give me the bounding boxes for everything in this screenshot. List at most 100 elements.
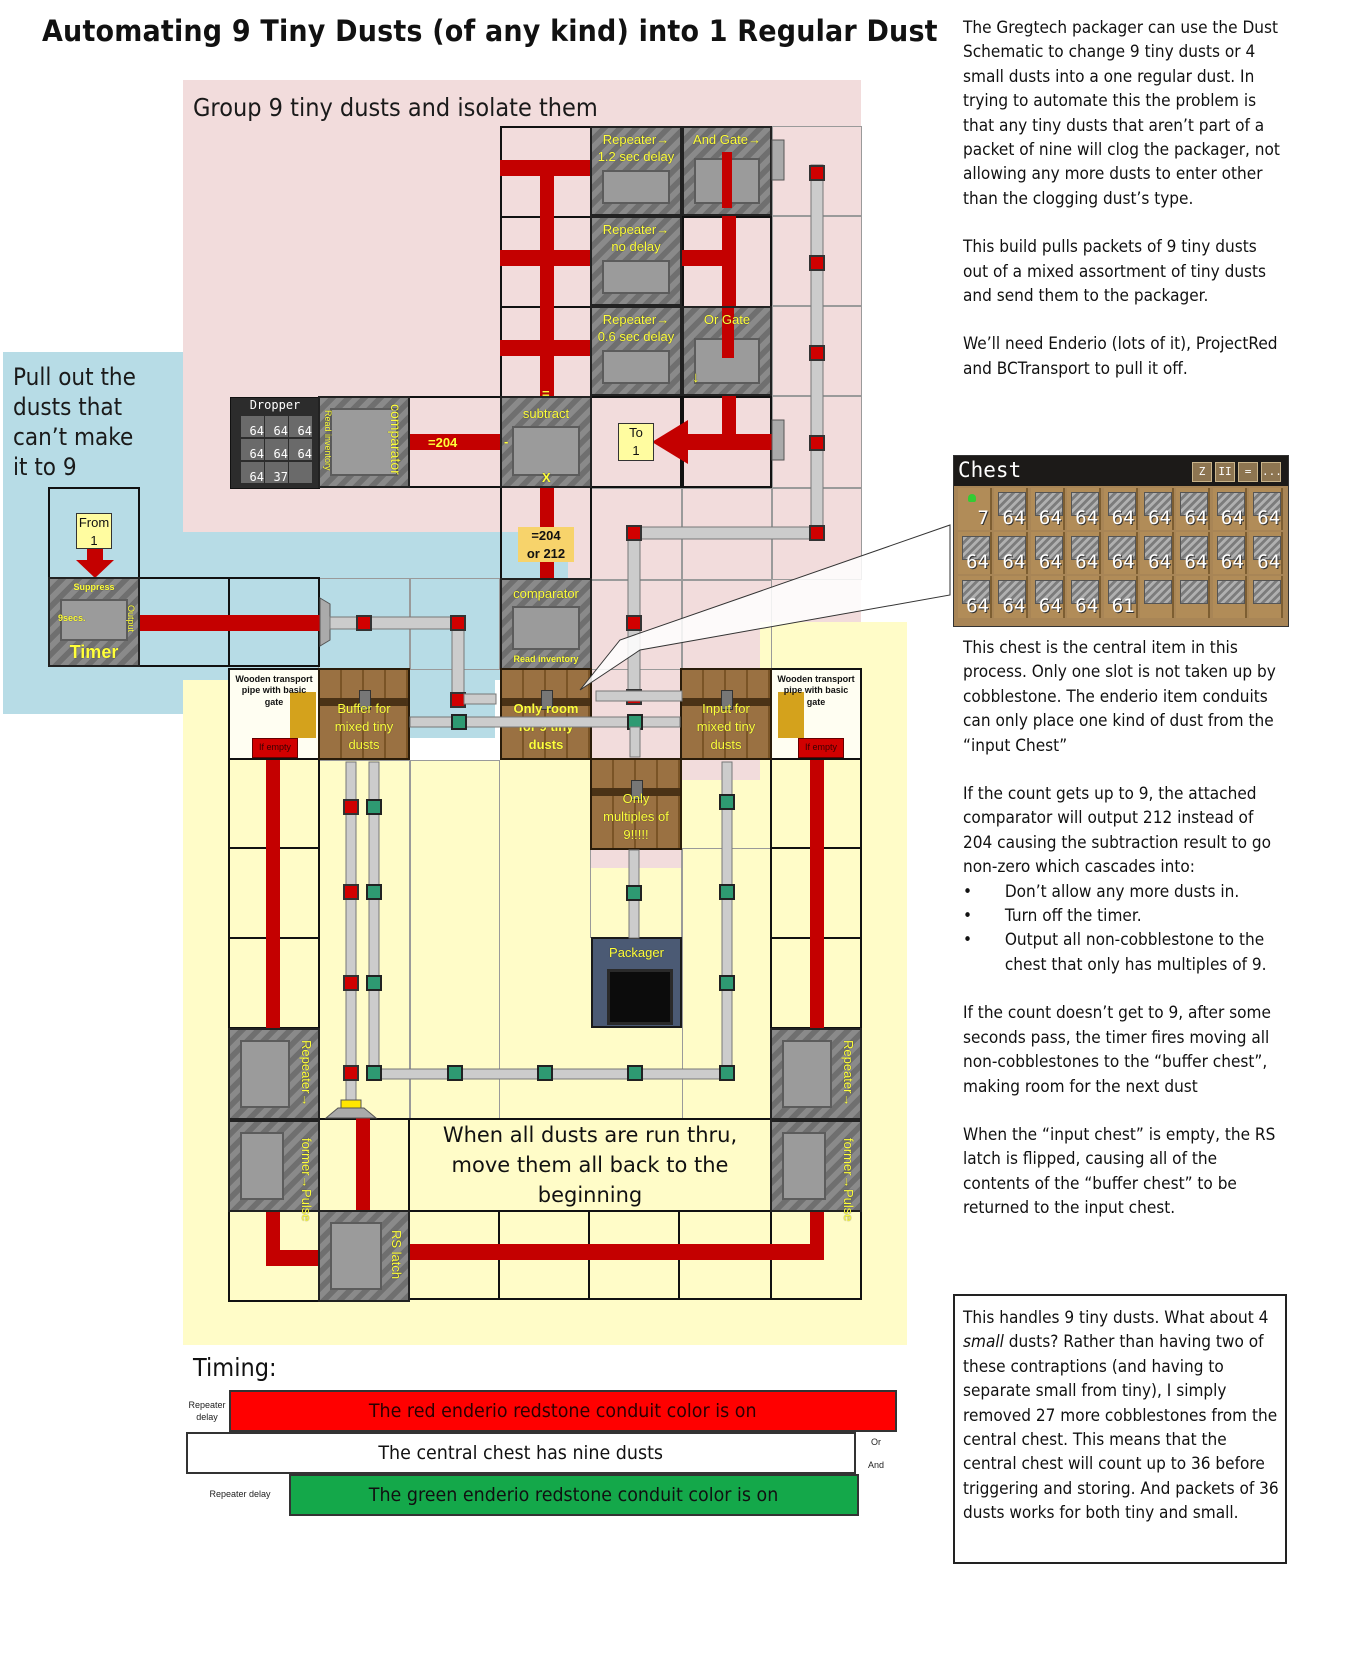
cobblestone-icon: [1216, 492, 1245, 516]
redstone-wire: [810, 1210, 824, 1260]
central-chest[interactable]: Only room for 9 tiny dusts: [500, 668, 592, 760]
chest-slot[interactable]: 64: [1176, 488, 1211, 530]
chest-slot[interactable]: 64: [1249, 488, 1284, 530]
dropper-slot[interactable]: [289, 462, 312, 483]
input-chest-label: Input for mixed tiny dusts: [696, 701, 756, 753]
subtract-block[interactable]: subtract = - X: [500, 386, 592, 488]
chest-slot[interactable]: 64: [1140, 488, 1174, 530]
dropper-slot[interactable]: 64: [289, 439, 312, 461]
dropper-slot[interactable]: 37: [265, 462, 288, 484]
slot-count: 64: [1038, 551, 1062, 573]
chest-slot[interactable]: 64: [1140, 532, 1174, 574]
dropper-slot[interactable]: 64: [265, 416, 288, 438]
block-face: [60, 599, 128, 641]
note-paragraph: The Gregtech packager can use the Dust S…: [963, 18, 1280, 208]
chest-slot[interactable]: 64: [994, 488, 1029, 530]
zone-label-group: Group 9 tiny dusts and isolate them: [193, 93, 598, 122]
chest-slot[interactable]: 64: [994, 532, 1029, 574]
wooden-pipe-gate-right[interactable]: Wooden transport pipe with basic gate If…: [770, 668, 862, 760]
redstone-wire: [408, 1244, 824, 1260]
cobblestone-icon: [1107, 492, 1136, 516]
chest-slot[interactable]: 64: [1030, 488, 1065, 530]
slot-count: 64: [1002, 507, 1026, 529]
chest-slot[interactable]: [1249, 576, 1284, 618]
repeater-0-6s-block[interactable]: Repeater→ 0.6 sec delay: [590, 306, 682, 396]
chest-slot[interactable]: [1140, 576, 1174, 618]
repeater-1-2s-block[interactable]: Repeater→ 1.2 sec delay: [590, 126, 682, 216]
and-gate-block[interactable]: And Gate→: [682, 126, 772, 216]
chest-slot[interactable]: 64: [994, 576, 1029, 618]
timer-block[interactable]: Suppress 9secs. Output Timer: [48, 577, 140, 667]
slot-count: 64: [1148, 507, 1171, 529]
dropper-slot[interactable]: 64: [265, 439, 288, 461]
chest-slot[interactable]: 64: [1103, 488, 1138, 530]
pipe-icon: [290, 692, 316, 738]
wooden-pipe-gate-left[interactable]: Wooden transport pipe with basic gate If…: [228, 668, 320, 760]
redstone-wire: [810, 757, 824, 1029]
read-inventory-label: Read inventory: [323, 410, 333, 471]
small-dust-callout: This handles 9 tiny dusts. What about 4 …: [953, 1294, 1287, 1564]
subtract-left-mark: -: [504, 434, 509, 449]
chest-lock-icon: [541, 690, 553, 710]
chest-slot[interactable]: 64: [1249, 532, 1284, 574]
block-face: [330, 1222, 382, 1290]
sort-button[interactable]: Z: [1192, 462, 1212, 482]
comparator-top-block[interactable]: comparator Read inventory: [318, 396, 410, 488]
chest-slot[interactable]: 64: [1176, 532, 1211, 574]
chest-slot[interactable]: 64: [1212, 488, 1247, 530]
timer-output-label: Output: [126, 605, 136, 633]
cobblestone-icon: [998, 492, 1027, 516]
block-face: [782, 1040, 832, 1108]
chest-slot[interactable]: 64: [1030, 576, 1065, 618]
slot-count: 64: [1075, 551, 1099, 573]
chest-slot[interactable]: 64: [958, 576, 992, 618]
block-face: [602, 170, 670, 204]
cobblestone-icon: [998, 536, 1027, 560]
rows-button[interactable]: =: [1238, 462, 1258, 482]
packager-machine[interactable]: Packager: [591, 937, 682, 1028]
rs-latch-block[interactable]: RS latch: [318, 1210, 410, 1302]
zone-label-return: When all dusts are run thru, move them a…: [442, 1123, 738, 1207]
slot-count: 64: [1002, 595, 1026, 617]
chest-slot[interactable]: 64: [1067, 532, 1102, 574]
multiples-of-nine-chest[interactable]: Only multiples of 9!!!!!: [590, 758, 682, 850]
or-gate-block[interactable]: Or Gate ↓: [682, 306, 772, 396]
arrow-from-1-icon: [76, 548, 114, 578]
slot-count: 64: [1075, 595, 1099, 617]
chest-slot[interactable]: 7: [958, 488, 992, 530]
chest-slot[interactable]: [1176, 576, 1211, 618]
more-button[interactable]: ...: [1261, 462, 1282, 482]
slot-count: 7: [977, 507, 989, 529]
chest-slot[interactable]: 64: [958, 532, 992, 574]
buffer-chest[interactable]: Buffer for mixed tiny dusts: [318, 668, 410, 760]
chest-slot[interactable]: 64: [1103, 532, 1138, 574]
chest-slot[interactable]: 64: [1067, 576, 1102, 618]
dropper-slot[interactable]: 64: [241, 462, 264, 484]
pulse-former-right-block[interactable]: Pulse former→: [770, 1120, 862, 1221]
chest-slot[interactable]: 64: [1067, 488, 1102, 530]
dropper-slot[interactable]: 64: [289, 416, 312, 438]
grid-cell: [682, 580, 772, 670]
slot-count: 64: [1184, 507, 1208, 529]
dropper-slot[interactable]: 64: [241, 439, 264, 461]
repeater-delay-note: Repeater delay: [188, 1400, 226, 1422]
cobblestone-icon: [962, 536, 990, 560]
pulse-former-left-block[interactable]: Pulse former→: [228, 1120, 320, 1221]
chest-slot[interactable]: 64: [1212, 532, 1247, 574]
repeater-no-delay-block[interactable]: Repeater→ no delay: [590, 216, 682, 306]
input-chest[interactable]: Input for mixed tiny dusts: [680, 668, 772, 760]
cascade-item: Output all non-cobblestone to the chest …: [963, 928, 1284, 977]
cobblestone-icon: [1180, 580, 1209, 604]
grid-cell: [590, 580, 682, 670]
chest-slot[interactable]: 61: [1103, 576, 1138, 618]
repeater-left-block[interactable]: Repeater→: [228, 1028, 320, 1120]
chest-slot[interactable]: 64: [1030, 532, 1065, 574]
note-paragraph: This chest is the central item in this p…: [963, 638, 1276, 755]
comparator-mid-block[interactable]: comparator Read inventory: [500, 578, 592, 670]
repeater-right-block[interactable]: Repeater→: [770, 1028, 862, 1120]
timer-name-label: Timer: [69, 642, 119, 662]
chest-slot[interactable]: [1212, 576, 1247, 618]
grid-cell: [318, 760, 410, 1120]
dropper-slot[interactable]: 64: [241, 416, 264, 438]
columns-button[interactable]: II: [1215, 462, 1235, 482]
